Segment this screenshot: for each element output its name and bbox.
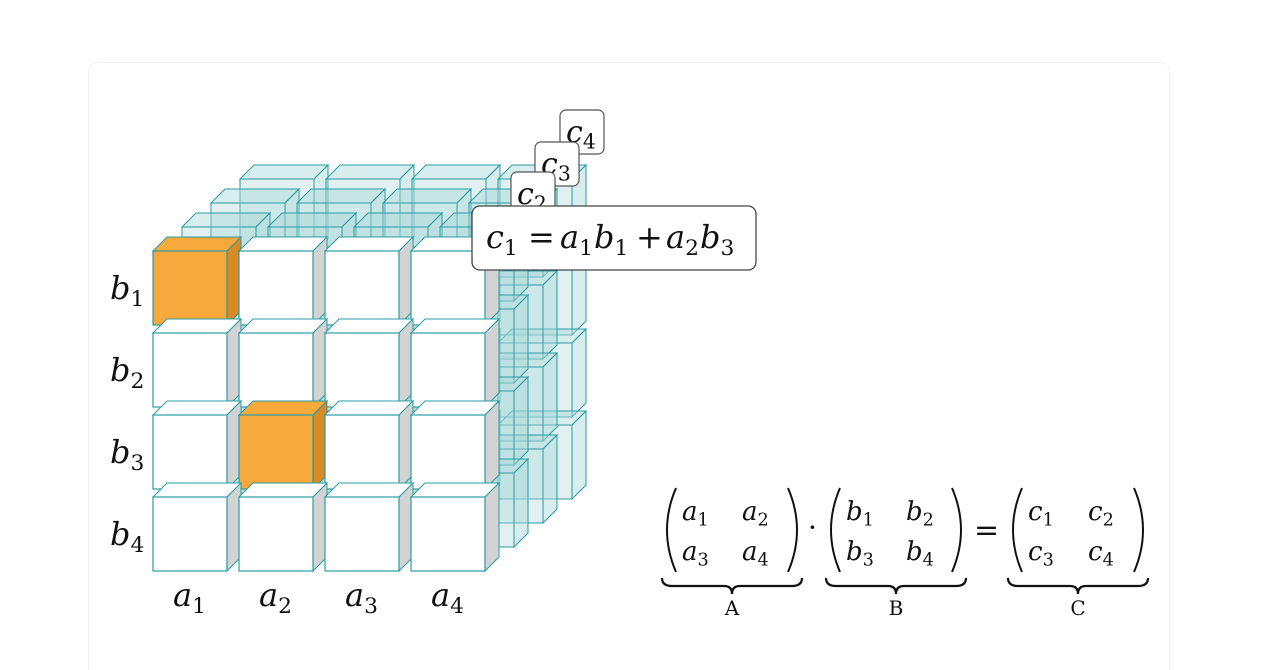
matrix-entry: a1 <box>682 497 709 531</box>
axis-labels: b1 b2 b3 b4 a1 a2 a3 a4 <box>110 269 464 619</box>
formula-term: b1 <box>594 218 628 261</box>
underbrace <box>660 577 804 595</box>
matrix-entry: a4 <box>742 537 769 571</box>
front-cube-layer <box>151 235 501 573</box>
matrix-equation: a1 a2 a3 a4A · b1 b2 b3 b4B = c1 c2 c3 c4C <box>660 487 1150 620</box>
col-label: a4 <box>431 576 464 619</box>
formula-equals: = <box>528 218 555 256</box>
formula-term: b3 <box>700 218 734 261</box>
formula-plus: + <box>636 218 663 256</box>
matrix-entry: c3 <box>1028 537 1054 571</box>
matrix-entry: b3 <box>846 537 874 571</box>
cube-cell <box>323 481 415 573</box>
back-cube-cell <box>496 409 588 501</box>
matrix-A: a1 a2 a3 a4A <box>660 487 804 620</box>
dot-operator: · <box>808 511 817 544</box>
cube-cell <box>409 317 501 409</box>
formula-lhs: c1 <box>486 218 518 261</box>
highlighted-cube-cell <box>237 399 329 491</box>
cube-cell <box>323 317 415 409</box>
formula-term: a2 <box>666 218 699 261</box>
matrix-entry: a3 <box>682 537 709 571</box>
matrix-entry: a2 <box>742 497 769 531</box>
layer-label: c4 <box>566 115 596 154</box>
cube-cell <box>409 481 501 573</box>
back-cube-cell <box>496 327 588 419</box>
cube-cell <box>323 235 415 327</box>
matrix-entry: b1 <box>846 497 874 531</box>
matrix-entry: b4 <box>906 537 934 571</box>
brace-label: C <box>1070 596 1085 620</box>
cube-cell <box>237 481 329 573</box>
formula-box-frame <box>471 205 757 271</box>
cube-cell <box>409 399 501 491</box>
matrix-B: b1 b2 b3 b4B <box>824 487 968 620</box>
cube-cell <box>323 399 415 491</box>
matrix-entry: c2 <box>1088 497 1114 531</box>
matrix-entry: b2 <box>906 497 934 531</box>
cube-cell <box>151 317 243 409</box>
col-label: a2 <box>259 576 292 619</box>
formula-term: a1 <box>560 218 593 261</box>
cube-cell <box>237 235 329 327</box>
layer-tag: c2 <box>510 171 556 217</box>
equals-sign: = <box>974 513 999 548</box>
row-label: b2 <box>110 351 144 394</box>
matrix-C: c1 c2 c3 c4C <box>1006 487 1150 620</box>
cube-cell <box>237 317 329 409</box>
row-label: b1 <box>110 269 144 312</box>
row-label: b4 <box>110 515 144 558</box>
cube-cell <box>151 399 243 491</box>
highlighted-cube-cell <box>151 235 243 327</box>
matrix-entry: c4 <box>1088 537 1114 571</box>
col-label: a3 <box>345 576 378 619</box>
underbrace <box>1006 577 1150 595</box>
brace-label: B <box>889 596 904 620</box>
underbrace <box>824 577 968 595</box>
col-label: a1 <box>173 576 206 619</box>
brace-label: A <box>724 596 740 620</box>
row-label: b3 <box>110 433 144 476</box>
cube-cell <box>151 481 243 573</box>
matrix-entry: c1 <box>1028 497 1054 531</box>
